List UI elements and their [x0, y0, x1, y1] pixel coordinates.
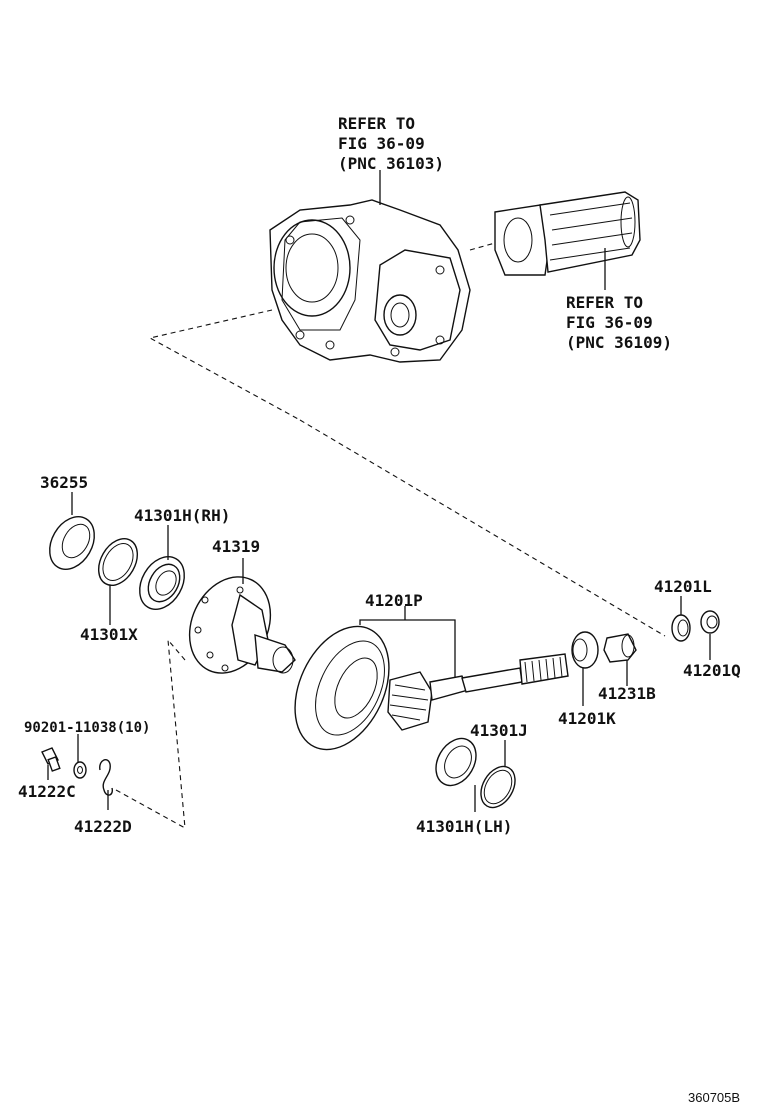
label-41201K: 41201K — [558, 709, 616, 728]
refer-case-line2: FIG 36-09 — [338, 134, 425, 153]
label-41201P: 41201P — [365, 591, 423, 610]
lock-plate-dash-vertical — [167, 638, 186, 829]
part-90201-washer — [73, 761, 87, 779]
refer-tube-line3: (PNC 36109) — [566, 333, 672, 352]
label-90201: 90201-11038(10) — [24, 720, 150, 736]
label-41301J: 41301J — [470, 721, 528, 740]
tube-to-case-dash — [469, 242, 496, 251]
part-41222D-lock-plate — [99, 759, 114, 796]
axle-tube-housing — [494, 191, 641, 276]
refer-case-line1: REFER TO — [338, 114, 415, 133]
case-assembly-dash-left — [148, 309, 301, 421]
label-41222D: 41222D — [74, 817, 132, 836]
part-41201P-ring-and-pinion — [294, 625, 569, 751]
label-41301X: 41301X — [80, 625, 138, 644]
part-41201L-washer — [671, 614, 691, 642]
part-36255-oil-seal — [49, 516, 95, 570]
label-41222C: 41222C — [18, 782, 76, 801]
differential-carrier-housing — [269, 199, 471, 363]
refer-tube-line2: FIG 36-09 — [566, 313, 653, 332]
figure-number: 360705B — [688, 1090, 740, 1105]
label-41231B: 41231B — [598, 684, 656, 703]
part-41319-differential-case — [188, 576, 296, 674]
case-assembly-dash-right — [299, 419, 666, 637]
part-41301X-shim — [97, 538, 139, 586]
p41201P-bracket — [359, 619, 456, 678]
refer-tube-line1: REFER TO — [566, 293, 643, 312]
part-41201Q-nut — [700, 610, 720, 634]
part-41222C-bolt — [41, 747, 61, 772]
label-41319: 41319 — [212, 537, 260, 556]
label-41301H-RH: 41301H(RH) — [134, 506, 230, 525]
lock-plate-dash-diagonal — [115, 789, 186, 829]
refer-case-line3: (PNC 36103) — [338, 154, 444, 173]
label-41201Q: 41201Q — [683, 661, 741, 680]
part-41231B-spacer — [603, 633, 637, 663]
part-41301H-LH-bearing — [435, 737, 477, 787]
label-41201L: 41201L — [654, 577, 712, 596]
part-41301H-RH-bearing — [139, 556, 185, 610]
part-41201K-bearing — [571, 631, 599, 669]
label-36255: 36255 — [40, 473, 88, 492]
part-41301J-shim — [480, 765, 516, 809]
label-41301H-LH: 41301H(LH) — [416, 817, 512, 836]
